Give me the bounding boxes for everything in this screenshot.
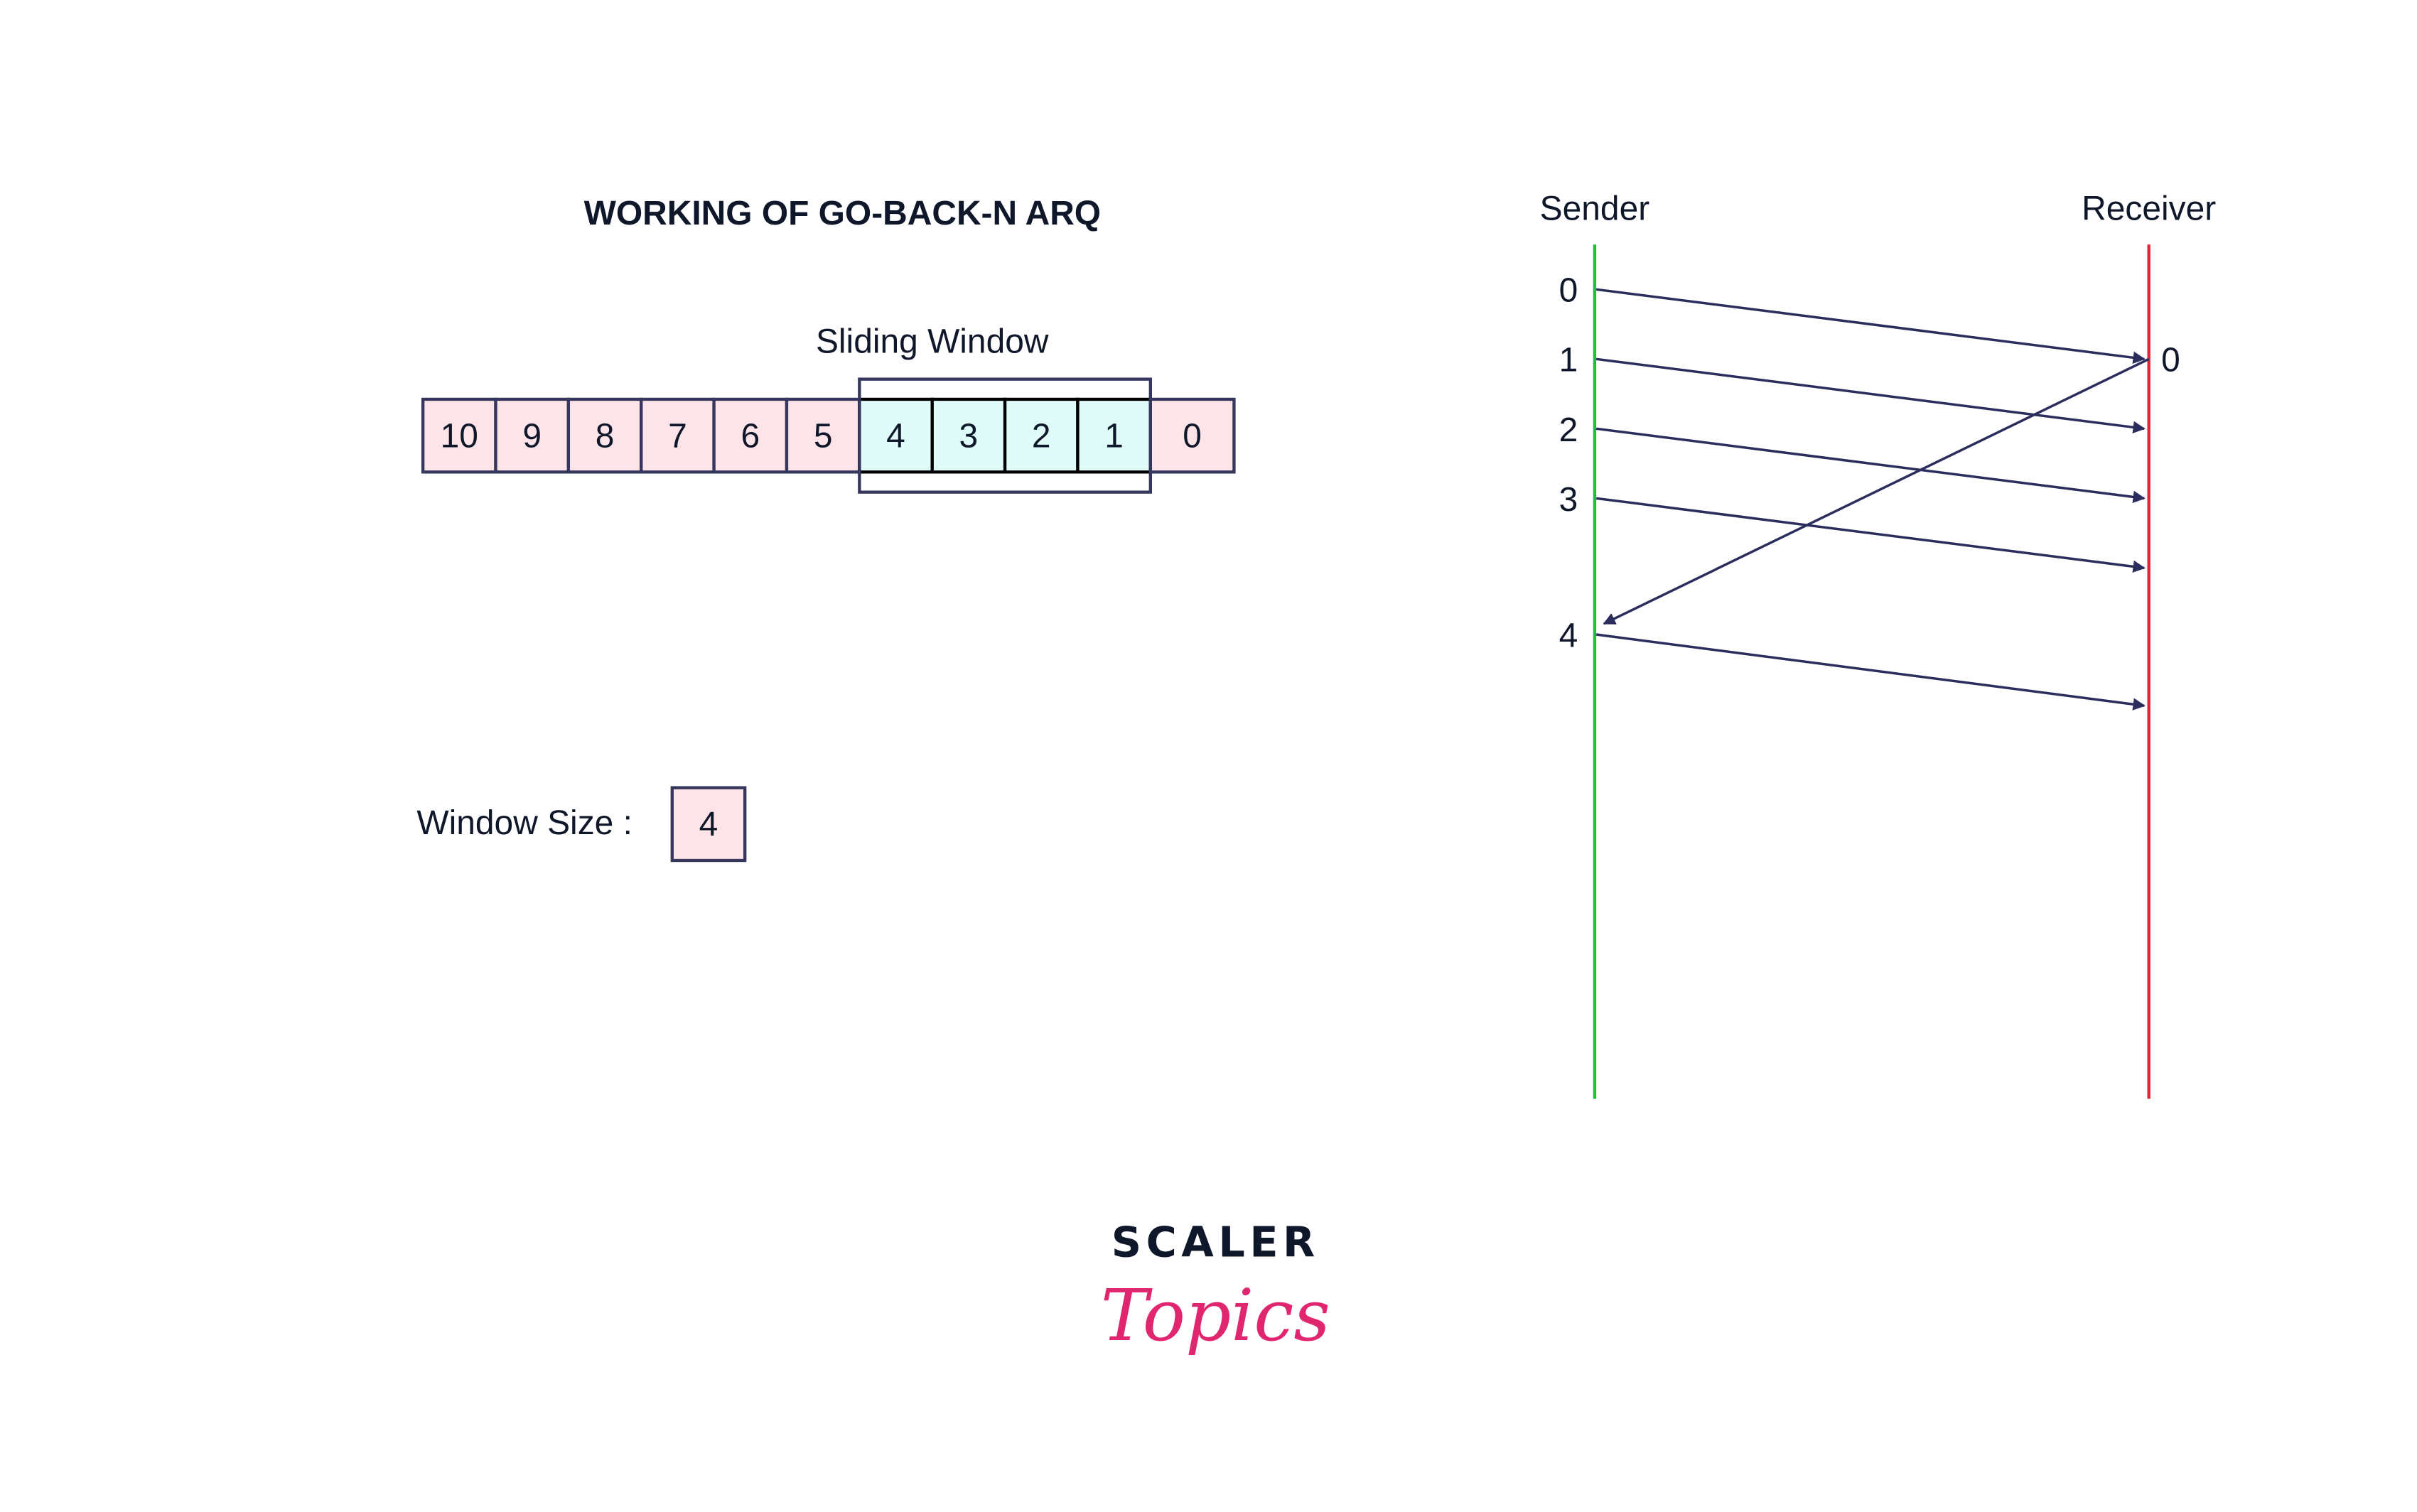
sliding-window-box [858,377,1152,494]
frame-number: 10 [441,417,478,455]
window-size-value: 4 [699,806,718,843]
frame-cell: 7 [640,397,716,474]
diagram-title: WORKING OF GO-BACK-N ARQ [584,195,1101,232]
sender-frame-label: 3 [1559,481,1578,519]
frame-arrow [1595,633,2146,711]
frame-arrow [1595,288,2146,364]
logo-scaler-text: SCALER [1111,1218,1320,1267]
frame-box [712,397,789,474]
frame-arrow [1595,497,2146,573]
frame-number: 9 [522,417,542,455]
frame-arrow [1595,427,2146,504]
frame-number: 2 [1032,417,1051,455]
frame-number: 1 [1104,417,1124,455]
frame-box-in-window [1076,397,1152,474]
frame-arrow [1595,357,2146,433]
sender-label: Sender [1540,190,1650,227]
frame-cell: 9 [494,397,571,474]
sender-frame-labels: 0 1 2 3 4 [1559,272,1578,655]
frame-box-in-window [1003,397,1080,474]
frame-cell: 2 [1003,397,1080,474]
receiver-frame-label: 0 [2161,342,2180,379]
frame-number: 6 [741,417,760,455]
frame-cell: 1 [1076,397,1152,474]
frame-box [421,397,497,474]
frame-box [494,397,571,474]
frame-box [1148,397,1236,474]
frame-number: 4 [886,417,905,455]
frame-cell: 10 [421,397,497,474]
frame-number: 3 [959,417,979,455]
frame-cell: 0 [1148,397,1236,474]
window-size-box [670,786,747,863]
frame-cell: 3 [930,397,1007,474]
frame-cell: 6 [712,397,789,474]
sliding-window-label: Sliding Window [816,323,1049,361]
frame-cell: 8 [566,397,643,474]
ack-arrow [1603,357,2150,625]
window-size-label: Window Size : [416,804,632,842]
frame-number: 0 [1183,417,1202,455]
message-arrows [1595,288,2150,711]
sender-frame-label: 4 [1559,617,1578,654]
sender-frame-label: 0 [1559,272,1578,310]
frame-box [566,397,643,474]
frame-cell: 4 [858,397,934,474]
frame-box-in-window [930,397,1007,474]
sender-frame-label: 2 [1559,411,1578,449]
scaler-topics-logo: SCALER Topics [1101,1218,1330,1358]
sender-frame-label: 1 [1559,342,1578,379]
frame-number: 5 [814,417,833,455]
frame-box-in-window [858,397,934,474]
frame-number: 7 [668,417,687,455]
frame-box [785,397,861,474]
logo-topics-text: Topics [1101,1274,1330,1357]
receiver-label: Receiver [2082,190,2216,227]
frame-number: 8 [596,417,615,455]
frame-cell: 5 [785,397,861,474]
